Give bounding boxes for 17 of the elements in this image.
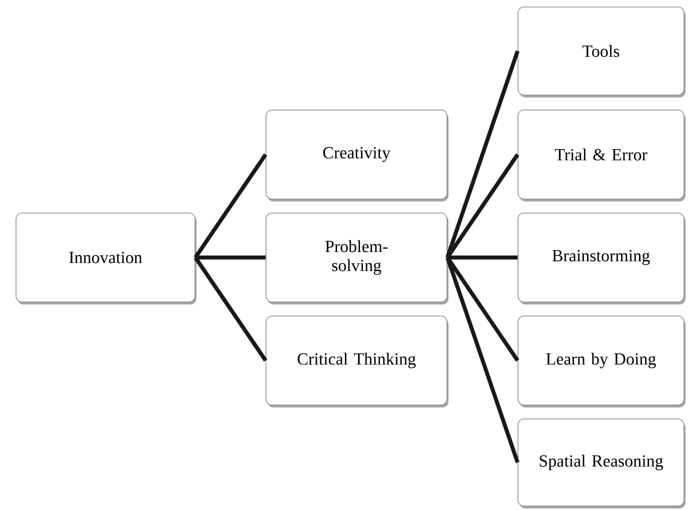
connector-line: [194, 153, 268, 259]
process-box: Brainstorming: [518, 212, 686, 304]
connector-line: [447, 256, 518, 260]
process-box: Trial & Error: [518, 110, 686, 202]
process-box: Problem-solving: [266, 212, 448, 304]
process-box: Innovation: [16, 212, 196, 304]
connector-line: [446, 256, 520, 464]
process-box: Creativity: [266, 110, 448, 202]
connector-line: [195, 256, 266, 260]
process-box: Spatial Reasoning: [518, 418, 686, 508]
process-box: Tools: [518, 6, 686, 98]
connector-line: [446, 256, 520, 362]
connector-line: [446, 153, 520, 259]
process-box: Critical Thinking: [266, 316, 448, 408]
process-box: Learn by Doing: [518, 316, 686, 408]
connector-line: [194, 256, 268, 362]
connector-line: [446, 50, 520, 258]
